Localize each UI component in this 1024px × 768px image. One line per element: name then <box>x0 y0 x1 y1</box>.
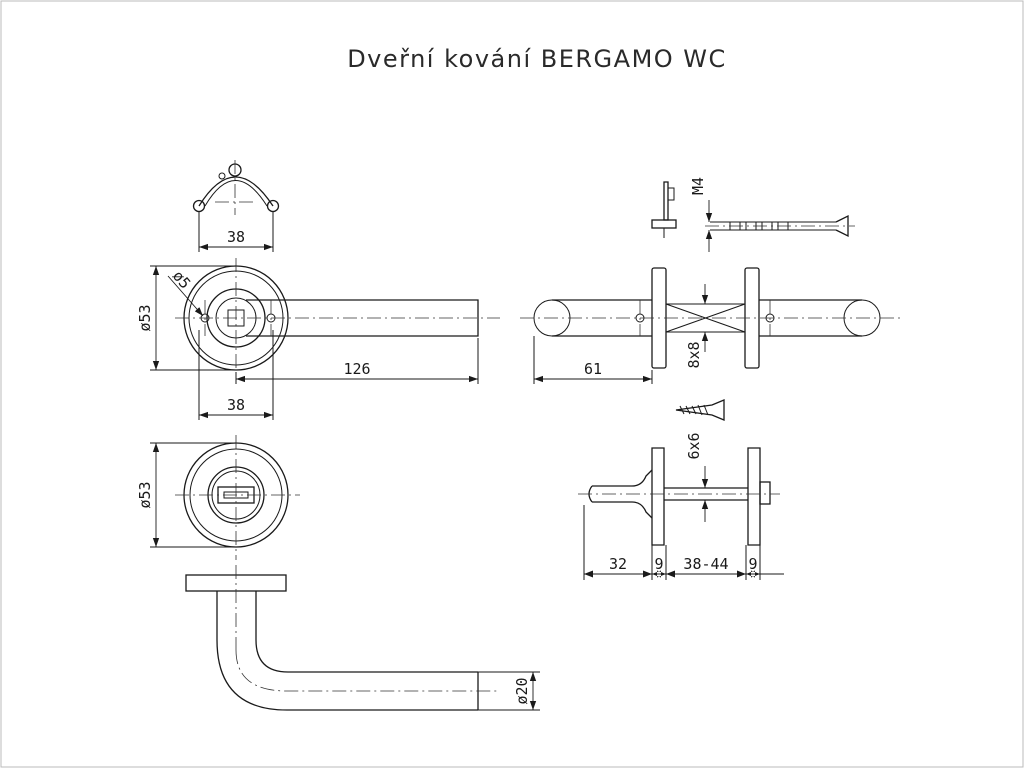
dimension-rosette-spacing: 38 <box>198 330 274 420</box>
side-assembly-levers <box>520 267 900 369</box>
dimension-projection-61: 61 <box>533 336 653 384</box>
dim-label-wc-53: ø53 <box>136 481 154 508</box>
dim-label-top-38: 38 <box>227 228 245 246</box>
dim-label-9-left: 9 <box>654 555 663 573</box>
dim-label-screw-5: ø5 <box>169 267 194 292</box>
top-view-rosette-arc <box>192 160 280 215</box>
dim-label-32: 32 <box>609 555 627 573</box>
screw-m4-side <box>651 181 677 238</box>
dim-label-8x8: 8x8 <box>685 341 703 368</box>
dim-label-rosette-53: ø53 <box>136 304 154 331</box>
dim-label-9-right: 9 <box>748 555 757 573</box>
front-view-lever <box>175 258 500 380</box>
dimension-spindle-8x8: 8x8 <box>685 284 709 369</box>
wood-screw <box>675 399 725 421</box>
lever-side-view <box>185 565 500 711</box>
wc-assembly-side <box>578 447 780 546</box>
dimension-chain-bottom: 32 9 38-44 9 <box>583 505 784 580</box>
drawing-title: Dveřní kování BERGAMO WC <box>347 45 727 73</box>
dimension-wc-rosette-diameter: ø53 <box>136 442 236 548</box>
dim-label-bottom-38: 38 <box>227 396 245 414</box>
dimension-lever-diameter: ø20 <box>478 671 540 711</box>
dim-label-m4: M4 <box>689 177 707 195</box>
dim-label-lever-20: ø20 <box>513 677 531 704</box>
screw-m4-bolt <box>705 214 855 238</box>
dimension-m4: M4 <box>689 177 713 252</box>
dimension-rosette-diameter: ø53 <box>136 265 236 371</box>
dimension-spindle-6x6: 6x6 <box>685 432 709 522</box>
dimension-top-spacing: 38 <box>198 212 274 252</box>
dimension-lever-length: 126 <box>235 338 479 384</box>
dim-label-lever-126: 126 <box>343 360 370 378</box>
wc-rosette-front <box>175 435 300 560</box>
dim-label-38-44: 38-44 <box>683 555 728 573</box>
dim-label-6x6: 6x6 <box>685 432 703 459</box>
dim-label-61: 61 <box>584 360 602 378</box>
